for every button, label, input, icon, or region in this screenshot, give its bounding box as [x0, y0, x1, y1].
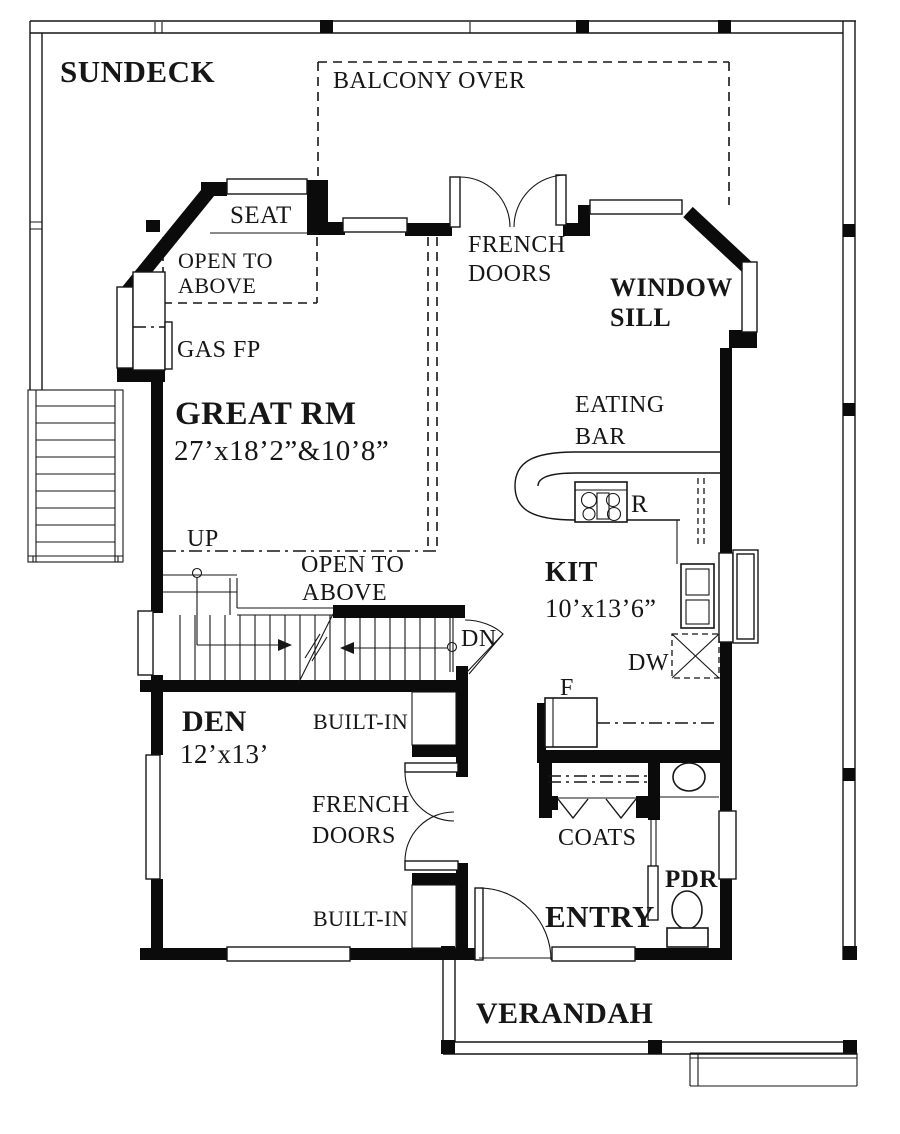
label-great-rm-dims: 27’x18’2”&10’8”: [174, 435, 389, 467]
den-south-window: [226, 946, 351, 962]
toilet: [666, 890, 709, 948]
label-sill: SILL: [610, 303, 671, 332]
bay-east-window: [741, 261, 758, 333]
label-up: UP: [187, 526, 219, 552]
label-french-2: FRENCH: [312, 792, 410, 818]
up-arrow: [191, 567, 292, 651]
label-doors-2: DOORS: [312, 823, 396, 849]
label-balcony-over: BALCONY OVER: [333, 68, 525, 94]
label-built-in-2: BUILT-IN: [313, 906, 408, 931]
label-verandah: VERANDAH: [476, 997, 653, 1030]
gas-fireplace: [132, 271, 173, 371]
north-window: [342, 217, 408, 233]
verandah-deck: [441, 946, 858, 1087]
kitchen-sink: [680, 563, 715, 629]
label-coats: COATS: [558, 825, 637, 851]
windows: [116, 178, 759, 962]
label-range: R: [631, 491, 648, 518]
label-bar: BAR: [575, 424, 626, 450]
label-dw: DW: [628, 650, 669, 676]
entry-sidelite-window: [551, 946, 636, 962]
plan-labels: SUNDECK BALCONY OVER SEAT OPEN TO ABOVE …: [60, 54, 733, 1030]
label-doors-1: DOORS: [468, 261, 552, 287]
sundeck-railing: [29, 20, 856, 960]
label-dn: DN: [461, 626, 497, 652]
fridge: [544, 697, 719, 748]
french-doors-den: [404, 762, 459, 871]
label-window: WINDOW: [610, 273, 733, 302]
coats-bifold-doors: [557, 797, 637, 820]
range: [574, 481, 628, 523]
entry-door: [474, 887, 552, 961]
label-sundeck: SUNDECK: [60, 54, 215, 89]
label-den-dims: 12’x13’: [180, 739, 269, 769]
interior-stairs: [163, 567, 504, 685]
label-den: DEN: [182, 705, 247, 738]
french-doors-north: [449, 174, 567, 228]
fireplace-west-window: [116, 286, 134, 369]
pdr-door: [647, 820, 659, 921]
built-in-cabinets: [210, 232, 457, 949]
stair-west-window: [137, 610, 154, 676]
eating-bar-counter: [514, 451, 720, 521]
label-pdr: PDR: [665, 866, 718, 893]
kitchen-counters: [676, 478, 705, 564]
label-eating: EATING: [575, 392, 665, 418]
label-above-1: ABOVE: [178, 273, 256, 298]
label-kit: KIT: [545, 557, 598, 588]
label-gas-fp: GAS FP: [177, 337, 261, 363]
pdr-sink: [660, 762, 719, 798]
balcony-over-outline: [162, 61, 730, 552]
label-french-1: FRENCH: [468, 232, 566, 258]
label-built-in-1: BUILT-IN: [313, 709, 408, 734]
dishwasher: [671, 633, 720, 679]
exterior-stairs: [27, 389, 124, 563]
seat-window: [226, 178, 308, 195]
verandah-steps: [689, 1052, 858, 1087]
label-seat: SEAT: [230, 202, 292, 229]
bay-north-window: [589, 199, 683, 215]
label-fridge: F: [560, 675, 574, 701]
dn-arrow: [340, 619, 504, 675]
label-open-to-1: OPEN TO: [178, 248, 273, 273]
pdr-window: [718, 810, 737, 880]
label-above-2: ABOVE: [302, 580, 387, 606]
label-entry: ENTRY: [545, 899, 655, 934]
walls: [117, 180, 757, 960]
label-great-rm: GREAT RM: [175, 396, 357, 432]
label-open-to-2: OPEN TO: [301, 552, 404, 578]
label-kit-dims: 10’x13’6”: [545, 594, 656, 623]
kitchen-window: [718, 552, 734, 643]
coats-shelf: [548, 775, 648, 783]
den-west-window: [145, 754, 161, 880]
